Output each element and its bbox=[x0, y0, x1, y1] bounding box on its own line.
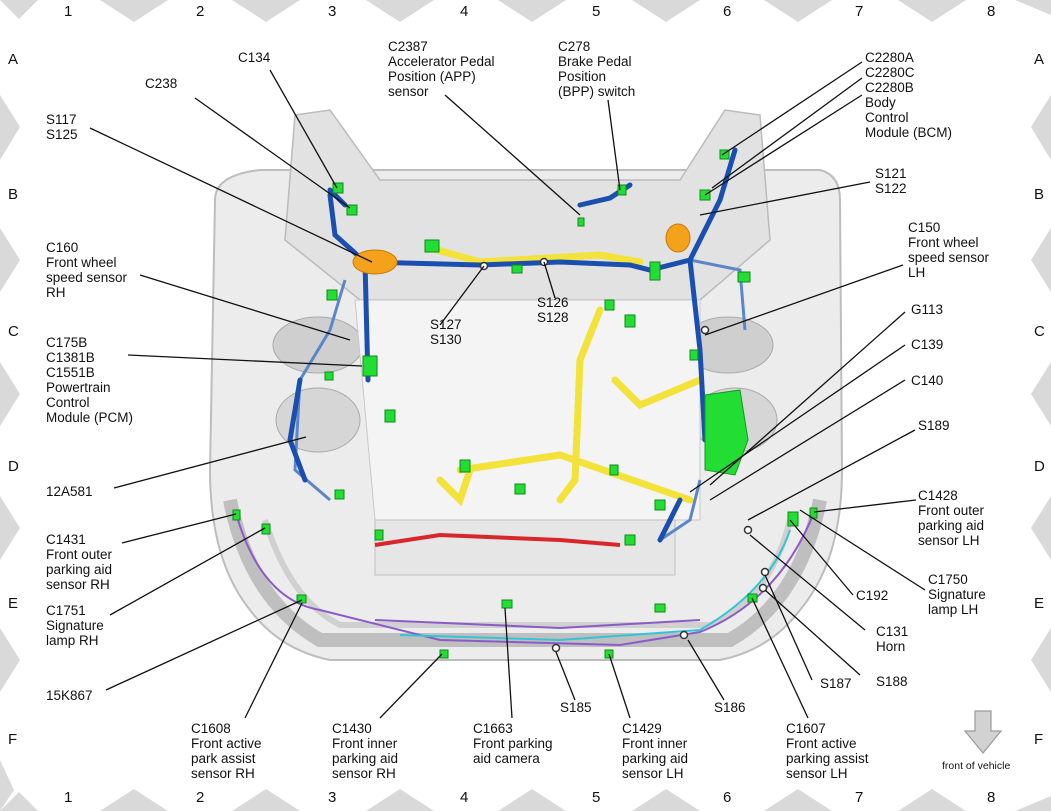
label-c1428: C1428 Front outer parking aid sensor LH bbox=[918, 488, 985, 548]
grid-row-f-right: F bbox=[1034, 731, 1044, 748]
label-15k867: 15K867 bbox=[46, 688, 93, 703]
grid-col-1-top: 1 bbox=[64, 3, 73, 20]
label-c134: C134 bbox=[238, 50, 271, 65]
label-s126-s128: S126 S128 bbox=[537, 295, 569, 325]
grid-col-2-top: 2 bbox=[196, 3, 205, 20]
label-c1430: C1430 Front inner parking aid sensor RH bbox=[332, 721, 399, 781]
label-c1431: C1431 Front outer parking aid sensor RH bbox=[46, 532, 113, 592]
label-12a581: 12A581 bbox=[46, 484, 93, 499]
grid-row-a-left: A bbox=[8, 51, 19, 68]
grid-col-7-bottom: 7 bbox=[855, 789, 864, 806]
label-c131-horn: C131 Horn bbox=[876, 624, 909, 654]
grid-col-5-top: 5 bbox=[592, 3, 601, 20]
front-of-vehicle-label: front of vehicle bbox=[942, 760, 1011, 772]
label-c160: C160 Front wheel speed sensor RH bbox=[46, 240, 128, 300]
label-c175b-pcm: C175B C1381B C1551B Powertrain Control M… bbox=[46, 335, 134, 425]
label-s188: S188 bbox=[876, 674, 908, 689]
grid-col-4-bottom: 4 bbox=[460, 789, 469, 806]
label-c2387: C2387 Accelerator Pedal Position (APP) s… bbox=[388, 39, 495, 99]
label-c150: C150 Front wheel speed sensor LH bbox=[908, 220, 990, 280]
grid-row-a-right: A bbox=[1034, 51, 1045, 68]
label-c1750: C1750 Signature lamp LH bbox=[928, 572, 986, 617]
grid-col-6-top: 6 bbox=[723, 3, 732, 20]
label-c192: C192 bbox=[856, 588, 889, 603]
grid-row-d-left: D bbox=[8, 458, 19, 475]
grid-row-e-left: E bbox=[8, 595, 19, 612]
grid-row-b-right: B bbox=[1034, 186, 1045, 203]
label-c1607: C1607 Front active parking assist sensor… bbox=[786, 721, 869, 781]
grid-col-5-bottom: 5 bbox=[592, 789, 601, 806]
grid-col-3-bottom: 3 bbox=[328, 789, 337, 806]
label-g113: G113 bbox=[911, 302, 944, 317]
label-c238: C238 bbox=[145, 76, 178, 91]
grid-col-6-bottom: 6 bbox=[723, 789, 732, 806]
label-s187: S187 bbox=[820, 676, 852, 691]
grid-col-8-top: 8 bbox=[987, 3, 996, 20]
grid-col-8-bottom: 8 bbox=[987, 789, 996, 806]
front-arrow-icon bbox=[963, 710, 1003, 754]
label-c1751: C1751 Signature lamp RH bbox=[46, 603, 104, 648]
label-c1429: C1429 Front inner parking aid sensor LH bbox=[622, 721, 689, 781]
grid-row-e-right: E bbox=[1034, 595, 1045, 612]
label-s117-s125: S117 S125 bbox=[46, 112, 78, 142]
grid-row-f-left: F bbox=[8, 731, 18, 748]
label-s186: S186 bbox=[714, 700, 746, 715]
grid-row-c-left: C bbox=[8, 323, 19, 340]
grid-col-2-bottom: 2 bbox=[196, 789, 205, 806]
label-s121-s122: S121 S122 bbox=[875, 166, 907, 196]
label-c139: C139 bbox=[911, 337, 944, 352]
label-s189: S189 bbox=[918, 418, 950, 433]
label-s127-s130: S127 S130 bbox=[430, 317, 462, 347]
grid-row-d-right: D bbox=[1034, 458, 1045, 475]
label-c140: C140 bbox=[911, 373, 944, 388]
label-c278: C278 Brake Pedal Position (BPP) switch bbox=[558, 39, 636, 99]
label-s185: S185 bbox=[560, 700, 592, 715]
grid-row-c-right: C bbox=[1034, 323, 1045, 340]
grid-col-1-bottom: 1 bbox=[64, 789, 73, 806]
label-c1608: C1608 Front active park assist sensor RH bbox=[191, 721, 262, 781]
label-c1663: C1663 Front parking aid camera bbox=[473, 721, 553, 766]
grid-col-4-top: 4 bbox=[460, 3, 469, 20]
grid-col-7-top: 7 bbox=[855, 3, 864, 20]
label-c2280: C2280A C2280C C2280B Body Control Module… bbox=[865, 50, 953, 140]
grid-col-3-top: 3 bbox=[328, 3, 337, 20]
grid-row-b-left: B bbox=[8, 186, 19, 203]
